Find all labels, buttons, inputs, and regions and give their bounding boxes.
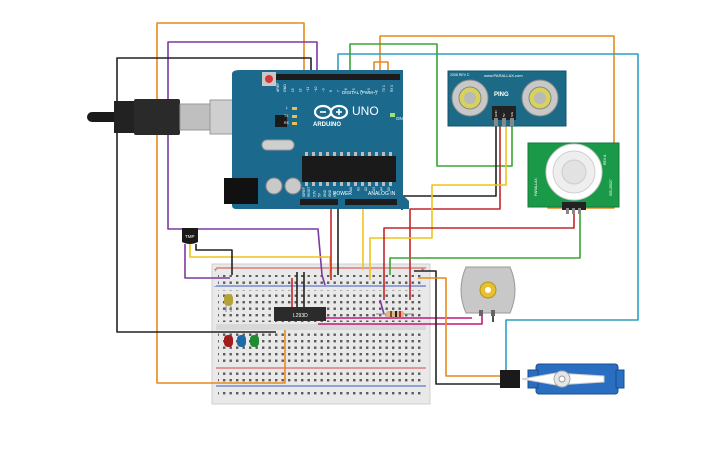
digital-pin-label-7: ~6 [344, 88, 348, 92]
wires [116, 22, 639, 385]
on-led-label: ON [396, 116, 403, 121]
ping-year: 2008 REV C [450, 73, 470, 77]
wire-green-ping[interactable] [349, 43, 513, 167]
led-red[interactable] [224, 335, 233, 347]
arduino-model: UNO [352, 104, 379, 118]
led-tx-label: TX [284, 114, 289, 118]
pin-label-gnd: GND [283, 84, 287, 92]
wire-black-servo [414, 270, 504, 385]
arduino-logo [313, 104, 349, 120]
analog-header [345, 199, 397, 205]
power-pin-label-3: 5V [318, 192, 322, 197]
dc-motor[interactable] [460, 266, 516, 316]
wire-red-ping[interactable] [409, 126, 501, 300]
analog-pin-label-5: A5 [387, 187, 391, 191]
wire-teal-servo[interactable] [337, 53, 639, 370]
rail-minus-label: - [214, 284, 216, 290]
analog-header-label: ANALOG IN [368, 191, 396, 197]
digital-pin-label-12: TX 1 [382, 85, 386, 92]
wire-black-tmp [195, 244, 233, 275]
digital-pin-label-10: ~3 [367, 88, 371, 92]
led-yellow[interactable] [224, 294, 233, 312]
ping-pin-sig: SIG [510, 111, 514, 117]
digital-header [270, 74, 400, 80]
rail-minus-label-right: - [421, 284, 423, 290]
power-pin-label-2: 3.3V [312, 190, 316, 197]
analog-pin-label-2: A2 [364, 187, 368, 191]
power-pin-label-5: GND [328, 189, 332, 197]
wire-orange-left[interactable] [156, 22, 305, 384]
digital-pin-label-6: 7 [337, 90, 341, 92]
wire-purple-tmp[interactable] [184, 244, 230, 279]
digital-pin-label-5: 8 [329, 90, 333, 92]
arduino-brand: ARDUINO [313, 122, 341, 128]
ultrasonic-sensor[interactable]: www.PARALLAX.com 2008 REV C PING GND 5V … [447, 70, 567, 127]
led-rx-label: RX [284, 121, 290, 125]
servo-motor[interactable] [500, 363, 625, 395]
analog-pin-label-1: A1 [357, 187, 361, 191]
wire-red-pir[interactable] [383, 208, 575, 300]
digital-pin-label-4: ~9 [321, 88, 325, 92]
digital-pin-label-3: ~10 [314, 86, 318, 92]
power-header [300, 199, 338, 205]
power-header-label: POWER [333, 191, 352, 197]
wire-green-pir[interactable] [389, 208, 581, 275]
power-jack [224, 178, 258, 204]
wire-yellow-ping[interactable] [369, 126, 507, 280]
analog-pin-label-0: A0 [349, 187, 353, 191]
pin-label-aref: AREF [276, 83, 280, 92]
digital-header-label: DIGITAL (PWM~) [342, 90, 377, 95]
led-l-label: L [286, 106, 288, 110]
rail-plus-label: + [214, 268, 218, 274]
pir-label-left: PARALLAX [534, 178, 538, 196]
reset-button[interactable] [265, 75, 273, 83]
led-blue[interactable] [237, 335, 246, 347]
digital-pin-label-13: RX 0 [390, 85, 394, 92]
wire-resistor-lead [379, 299, 385, 315]
resistor[interactable] [376, 311, 414, 317]
ping-maker: www.PARALLAX.com [484, 73, 523, 78]
tmp-label: TMP [185, 234, 195, 239]
breadboard: + - + - [211, 263, 431, 405]
wire-orange-servo[interactable] [418, 277, 504, 377]
pir-label-rev: REV A [603, 154, 607, 165]
usb-cable [87, 99, 237, 135]
digital-pin-label-8: ~5 [352, 88, 356, 92]
pir-label-right: 555-28027 [609, 179, 613, 196]
analog-pin-label-3: A3 [372, 187, 376, 191]
ping-pin-gnd: GND [494, 110, 498, 118]
wire-driver-leads [296, 272, 305, 308]
led-green[interactable] [250, 335, 259, 347]
arduino-uno[interactable]: ARDUINO UNO DIGITAL (PWM~) POWER ANALOG … [224, 70, 409, 209]
wire-black-ping [401, 126, 497, 210]
ping-name: PING [494, 92, 509, 98]
power-pin-label-6: Vin [333, 192, 337, 197]
digital-pin-label-1: 12 [299, 88, 303, 92]
motor-driver-ic[interactable]: L293D [274, 307, 326, 321]
atmega-chip [302, 156, 396, 182]
digital-pin-label-2: ~11 [306, 87, 310, 92]
ping-pin-5v: 5V [502, 113, 506, 117]
temperature-sensor[interactable]: TMP [182, 228, 198, 244]
digital-pin-label-11: 2 [375, 90, 379, 92]
wire-yellow-tmp[interactable] [189, 244, 331, 275]
analog-pin-label-4: A4 [379, 187, 383, 191]
pir-sensor[interactable]: PARALLAX 555-28027 REV A [527, 142, 620, 214]
wire-purple-left[interactable] [167, 41, 326, 286]
power-pin-label-4: GND [323, 189, 327, 197]
digital-pin-label-0: 13 [291, 88, 295, 92]
power-pin-label-1: RESET [307, 186, 311, 197]
driver-label: L293D [293, 313, 308, 319]
leds [224, 294, 259, 347]
digital-pin-label-9: 4 [359, 90, 363, 92]
wire-black-left[interactable] [116, 57, 312, 333]
power-pin-label-0: IOREF [302, 187, 306, 197]
